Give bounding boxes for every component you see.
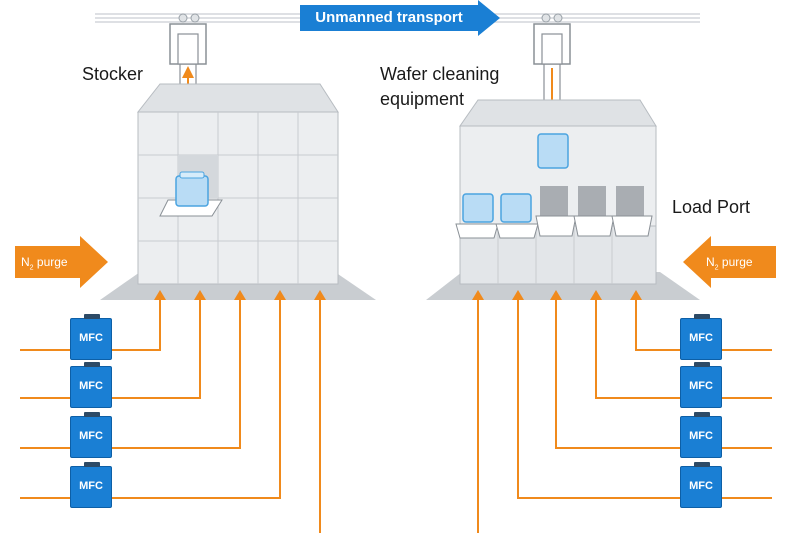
cleaner-pipe-arrowheads bbox=[472, 290, 642, 300]
load-port-label: Load Port bbox=[672, 197, 751, 217]
wafer-pod-stocker bbox=[175, 171, 209, 207]
transport-label: Unmanned transport bbox=[315, 9, 463, 26]
load-port-shelves bbox=[455, 215, 653, 239]
wafer-pod-cleaner bbox=[462, 133, 569, 223]
mfc-unit: MFC bbox=[680, 462, 722, 508]
cleaner-label-line1: Wafer cleaning bbox=[380, 64, 500, 84]
mfc-unit: MFC bbox=[70, 412, 112, 458]
mfc-unit: MFC bbox=[680, 314, 722, 360]
n2-purge-arrow-left bbox=[15, 236, 108, 288]
mfc-unit: MFC bbox=[680, 362, 722, 408]
n2-purge-arrow-right bbox=[683, 236, 776, 288]
mfc-unit: MFC bbox=[70, 362, 112, 408]
cleaner-purge-pipes bbox=[477, 298, 772, 533]
cleaner-label-line2: equipment bbox=[380, 89, 465, 109]
stocker-label: Stocker bbox=[82, 64, 144, 84]
stocker-purge-pipes bbox=[20, 298, 321, 533]
n2-purge-right-label: N2 purge bbox=[706, 255, 753, 272]
stocker-body bbox=[136, 83, 339, 285]
transport-arrow bbox=[300, 0, 500, 36]
n2-purge-left-label: N2 purge bbox=[21, 255, 68, 272]
mfc-unit: MFC bbox=[70, 462, 112, 508]
cleaner-body bbox=[459, 99, 657, 285]
mfc-unit: MFC bbox=[680, 412, 722, 458]
stocker-pipe-arrowheads bbox=[154, 290, 326, 300]
mfc-unit: MFC bbox=[70, 314, 112, 360]
